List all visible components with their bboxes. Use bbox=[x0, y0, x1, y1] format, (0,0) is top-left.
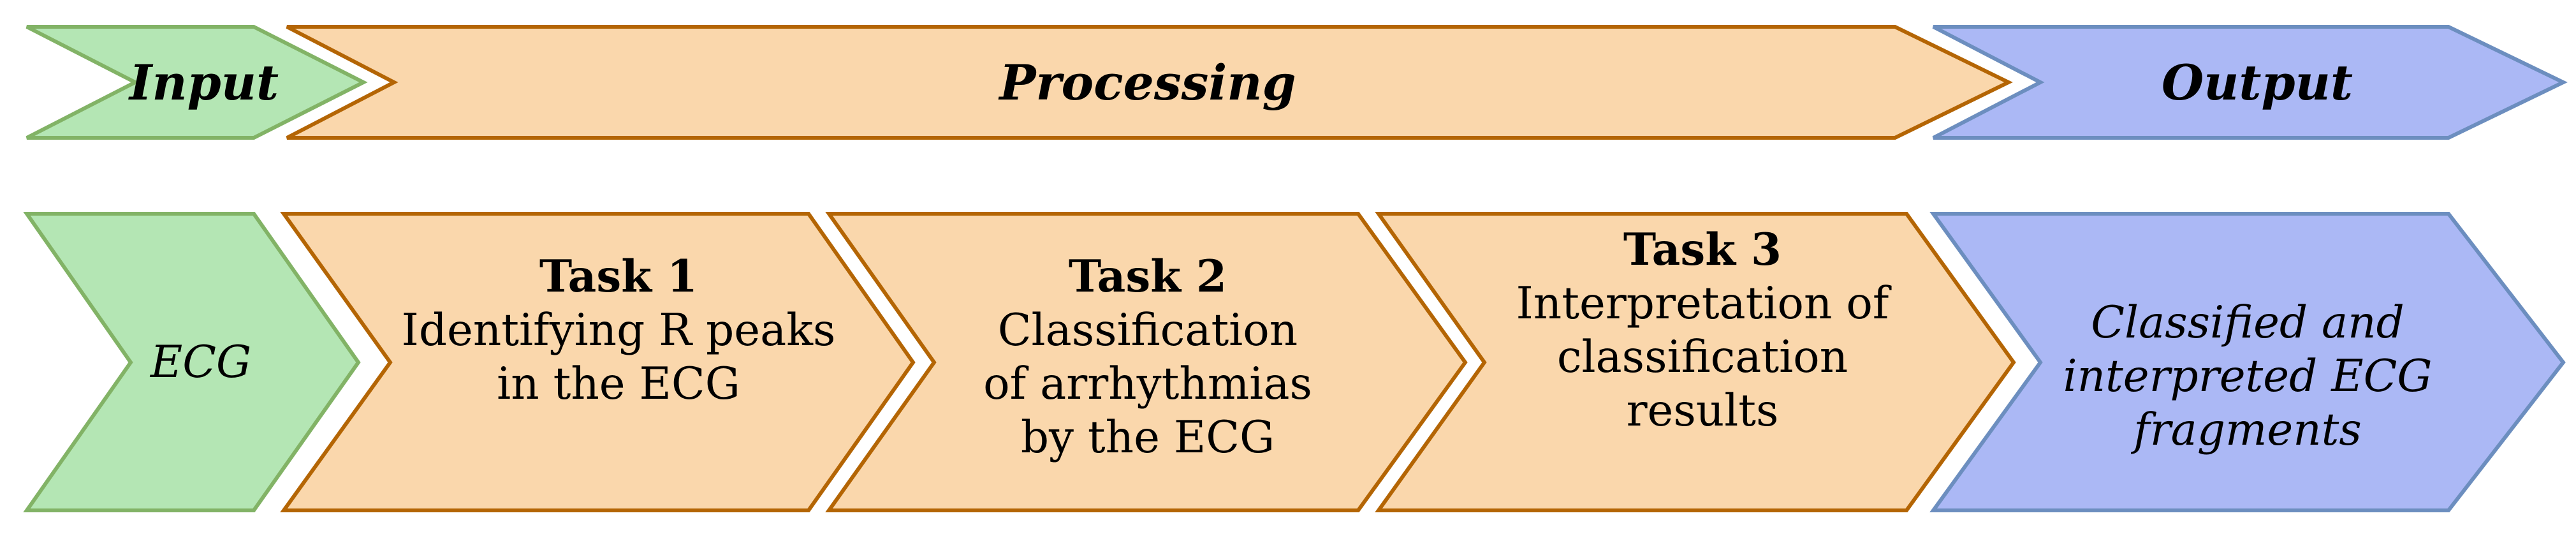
task3-line2: classification results bbox=[1556, 332, 1848, 436]
header-input-arrow bbox=[26, 25, 368, 140]
header-input-label: Input bbox=[108, 51, 300, 115]
output-line3: fragments bbox=[2133, 404, 2362, 456]
processing-text: Processing bbox=[999, 54, 1296, 111]
task1-line2: in the ECG bbox=[497, 359, 740, 410]
task2-chevron bbox=[825, 212, 1468, 512]
task2-title: Task 2 bbox=[1068, 251, 1227, 302]
output-line1: Classified and bbox=[2091, 297, 2404, 348]
input-text: Input bbox=[129, 54, 279, 111]
task3-chevron bbox=[1375, 212, 2016, 512]
header-output-label: Output bbox=[2123, 51, 2391, 115]
output-chevron bbox=[1929, 212, 2566, 512]
task2-line3: by the ECG bbox=[1020, 412, 1275, 463]
output-label: Classified and interpreted ECG fragments bbox=[2028, 284, 2468, 469]
header-processing-label: Processing bbox=[893, 51, 1403, 115]
task1-title: Task 1 bbox=[539, 251, 698, 302]
header-output-arrow bbox=[1932, 25, 2568, 140]
task3-line1: Interpretation of bbox=[1516, 278, 1889, 329]
header-processing-arrow bbox=[286, 25, 2013, 140]
task3-title: Task 3 bbox=[1623, 224, 1782, 276]
task2-line1: Classification bbox=[997, 305, 1298, 356]
task1-chevron bbox=[280, 212, 916, 512]
task1-line1: Identifying R peaks bbox=[401, 305, 836, 356]
ecg-text: ECG bbox=[150, 337, 252, 388]
task2-label: Task 2 Classification of arrhythmias by … bbox=[931, 236, 1365, 478]
task3-label: Task 3 Interpretation of classification … bbox=[1479, 224, 1926, 436]
ecg-label: ECG bbox=[121, 299, 281, 426]
output-line2: interpreted ECG bbox=[2063, 351, 2433, 402]
task1-label: Task 1 Identifying R peaks in the ECG bbox=[383, 235, 854, 426]
ecg-chevron bbox=[23, 212, 361, 512]
task2-line2: of arrhythmias bbox=[983, 359, 1312, 410]
output-text: Output bbox=[2161, 54, 2353, 111]
